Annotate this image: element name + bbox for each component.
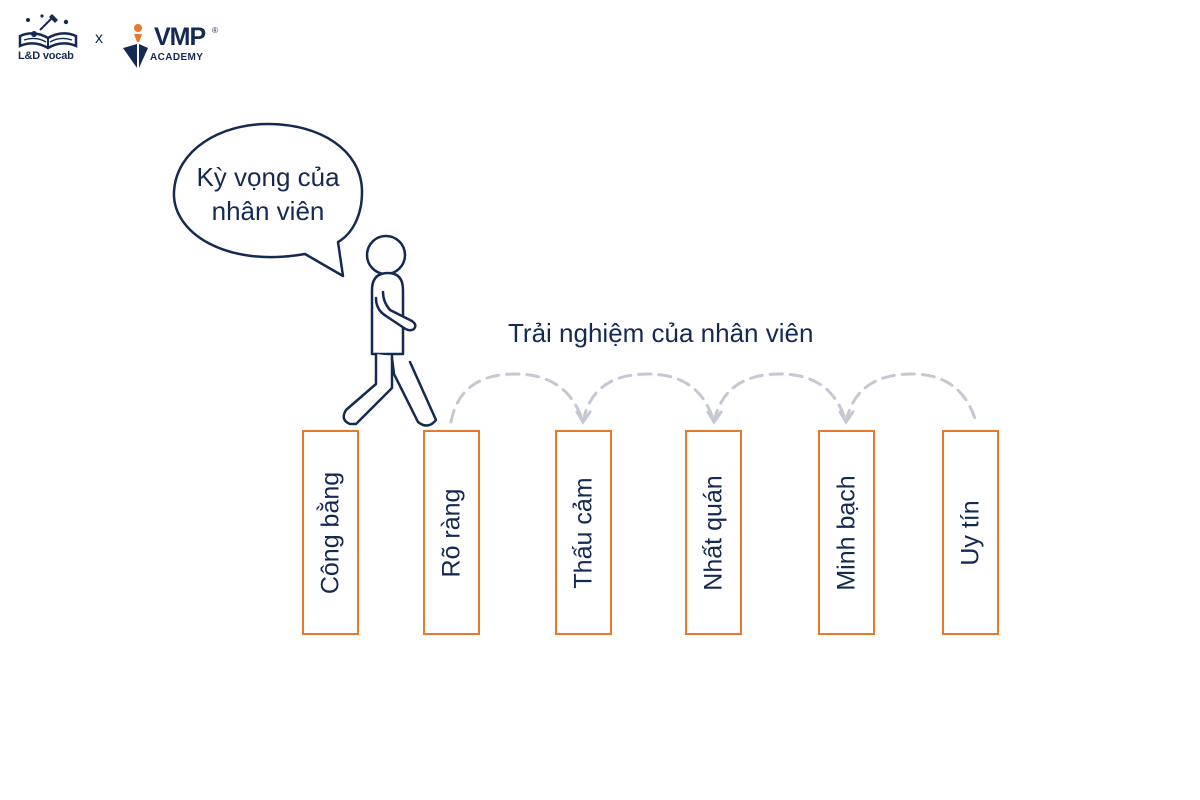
speech-bubble-line-1: Kỳ vọng của [196, 162, 340, 192]
speech-bubble-text: Kỳ vọng của nhân viên [178, 160, 358, 228]
speech-bubble [172, 122, 364, 278]
walking-person-icon [342, 234, 438, 427]
step-box-minh-bach: Minh bạch [818, 430, 875, 635]
step-label: Minh bạch [832, 474, 860, 591]
registered-mark: ® [212, 26, 218, 35]
academy-brand-text: ACADEMY [150, 52, 204, 63]
step-box-ro-rang: Rõ ràng [423, 430, 480, 635]
journey-dashed-arcs [449, 372, 978, 424]
journey-label: Trải nghiệm của nhân viên [508, 318, 814, 348]
vmp-brand-text: VMP [154, 23, 206, 51]
step-box-uy-tin: Uy tín [942, 430, 999, 635]
step-box-cong-bang: Công bằng [302, 430, 359, 635]
vmp-academy-logo-icon [123, 24, 148, 68]
journey-arc-arrowheads [575, 410, 855, 425]
step-box-thau-cam: Thấu cảm [555, 430, 612, 635]
logo-bar: L&D vocab x VMP ® ACADEMY [14, 10, 254, 68]
step-label: Nhất quán [699, 474, 727, 591]
step-label: Thấu cảm [569, 476, 597, 589]
step-label: Rõ ràng [437, 488, 465, 577]
step-label: Uy tín [956, 499, 984, 566]
ld-vocab-brand-text: L&D vocab [18, 50, 74, 62]
step-label: Công bằng [316, 471, 344, 594]
brand-separator: x [95, 30, 103, 47]
speech-bubble-line-2: nhân viên [211, 196, 325, 226]
ld-vocab-logo-icon [18, 14, 78, 50]
step-box-nhat-quan: Nhất quán [685, 430, 742, 635]
